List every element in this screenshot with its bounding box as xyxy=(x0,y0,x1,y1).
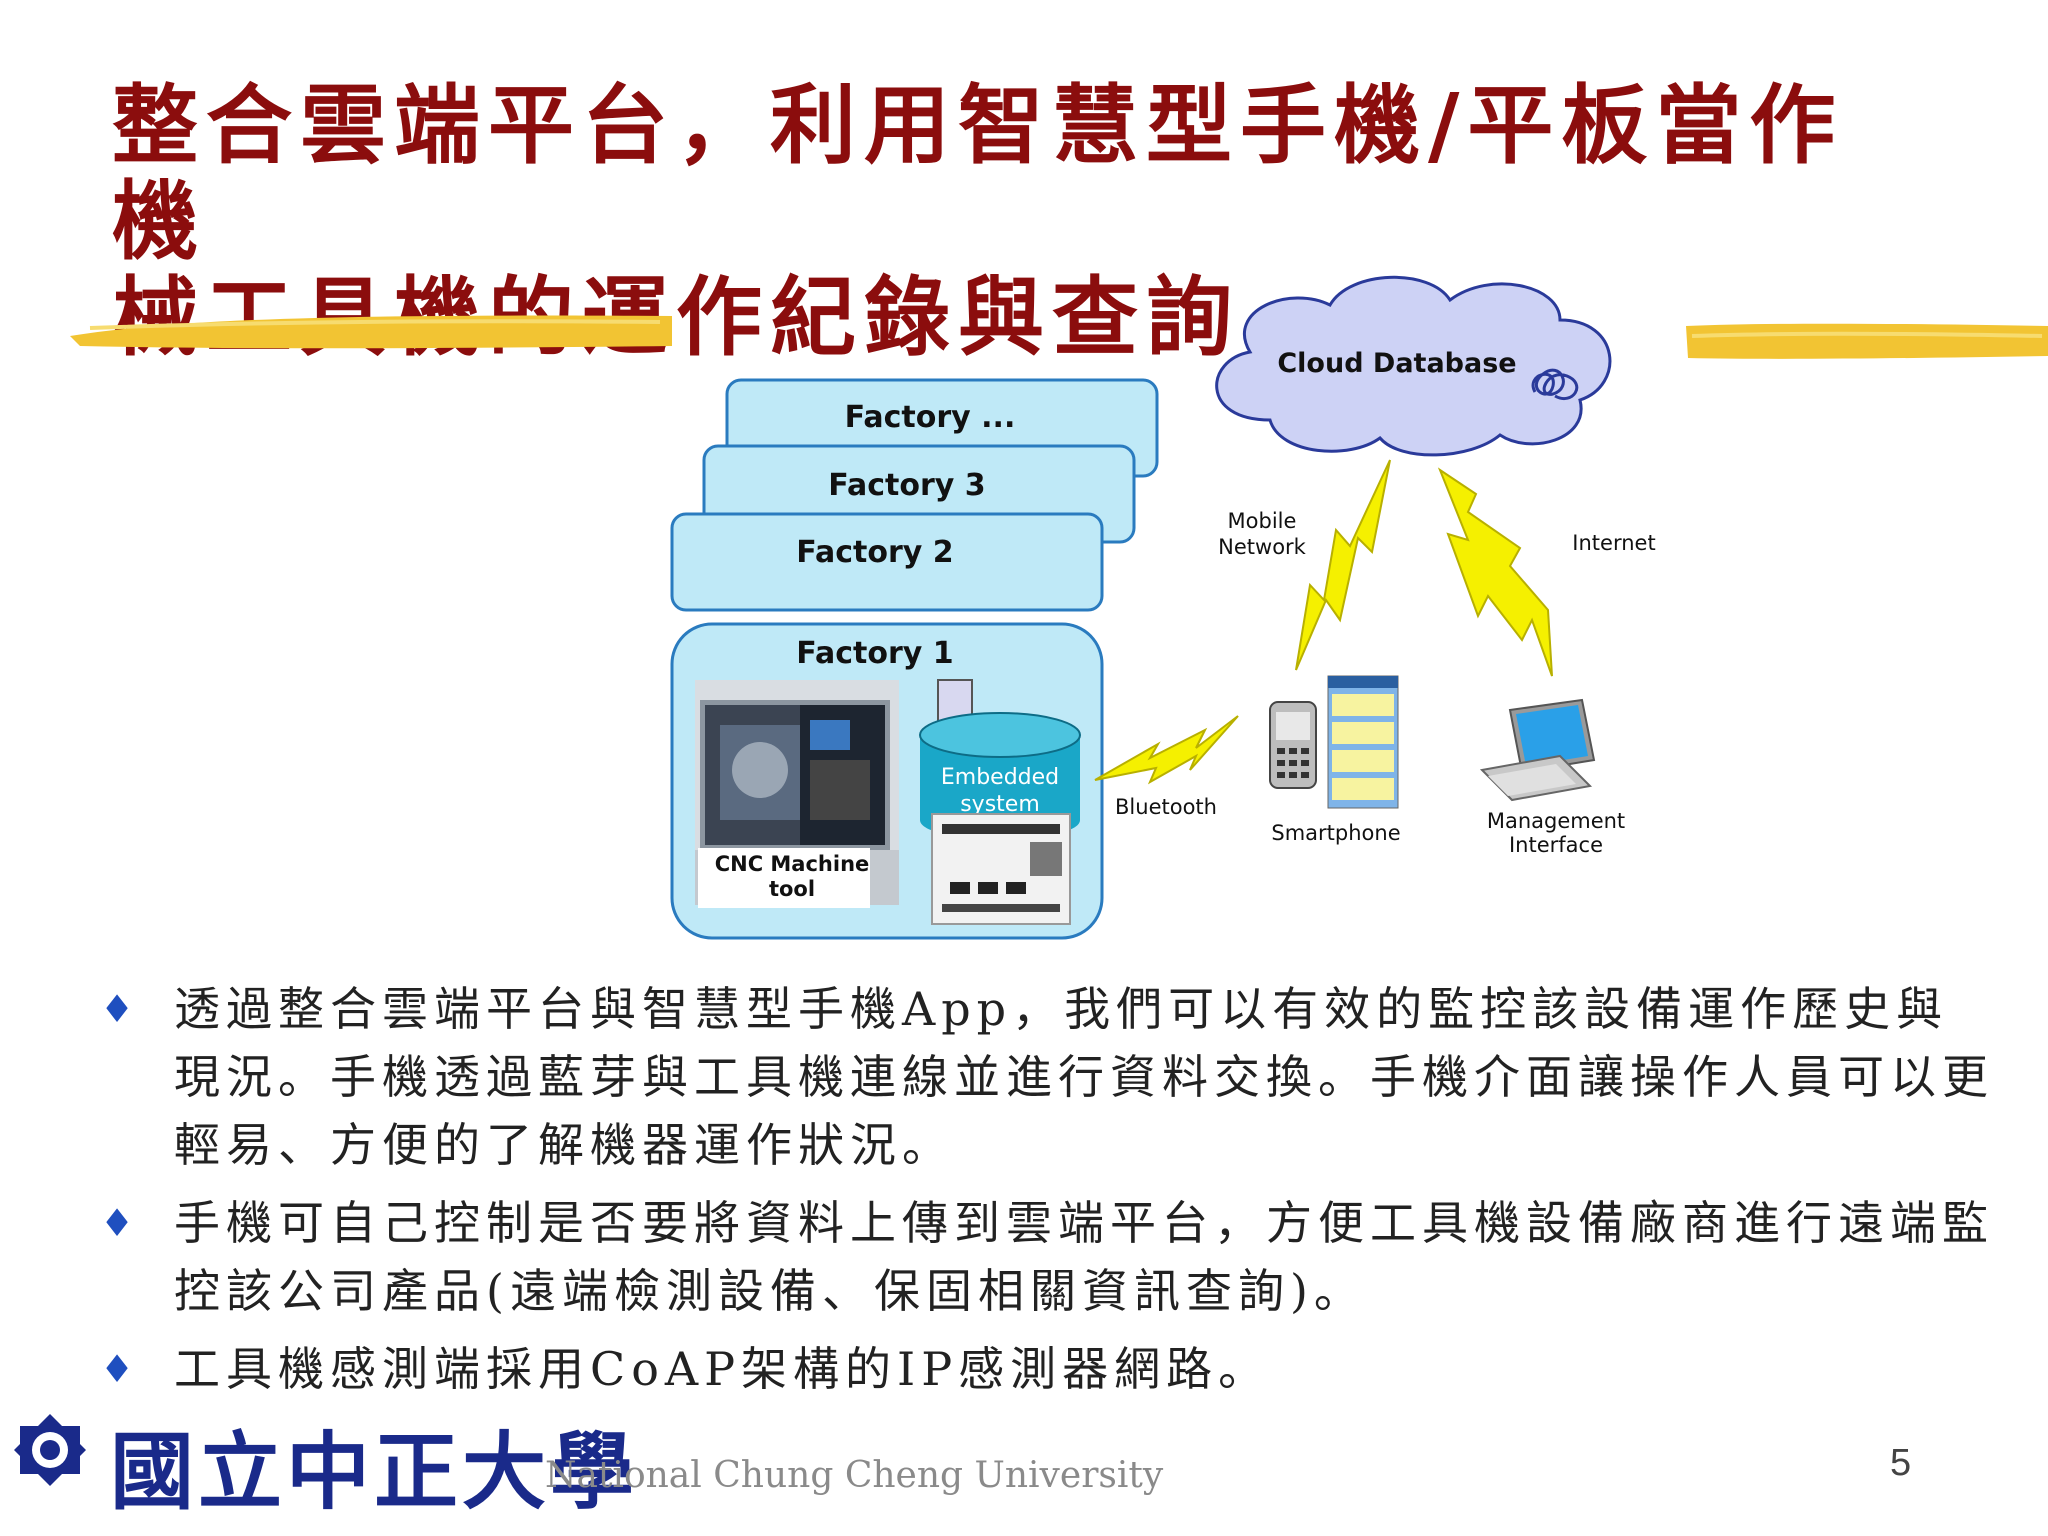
smartphone-label: Smartphone xyxy=(1271,821,1400,845)
cnc-machine-label-2: tool xyxy=(769,877,815,901)
cloud-database-shape xyxy=(1215,275,1612,457)
mobile-network-label-1: Mobile xyxy=(1228,509,1297,533)
bullet-item: ♦ 手機可自己控制是否要將資料上傳到雲端平台，方便工具機設備廠商進行遠端監控該公… xyxy=(100,1189,2000,1325)
bullet-text-1: 透過整合雲端平台與智慧型手機App，我們可以有效的監控該設備運作歷史與現況。手機… xyxy=(174,982,1994,1172)
cloud-database-label: Cloud Database xyxy=(1277,348,1516,379)
cnc-machine-image xyxy=(695,680,899,908)
slide-title-line-1: 整合雲端平台，利用智慧型手機/平板當作機 xyxy=(112,75,1844,272)
management-interface-label-1: Management xyxy=(1487,809,1625,833)
page-number: 5 xyxy=(1890,1442,1912,1484)
cnc-machine-label-1: CNC Machine xyxy=(715,852,870,876)
slide-title: 整合雲端平台，利用智慧型手機/平板當作機 械工具機的運作紀錄與查詢 xyxy=(112,78,1932,366)
embedded-system-label-2: system xyxy=(960,792,1040,817)
bullet-item: ♦ 透過整合雲端平台與智慧型手機App，我們可以有效的監控該設備運作歷史與現況。… xyxy=(100,975,2000,1179)
university-seal-icon xyxy=(14,1414,86,1486)
management-computer-icon xyxy=(1479,698,1596,802)
factory-label-1: Factory 1 xyxy=(796,636,953,671)
factory-label-2: Factory 2 xyxy=(796,535,953,570)
university-name-chinese: 國立中正大學 xyxy=(110,1422,639,1521)
mobile-network-label-2: Network xyxy=(1218,535,1307,559)
embedded-system-label-1: Embedded xyxy=(941,765,1059,790)
diamond-bullet-icon: ♦ xyxy=(100,1347,141,1391)
internet-label: Internet xyxy=(1572,531,1655,555)
university-name-english: National Chung Cheng University xyxy=(545,1455,1164,1496)
factory-label-more: Factory ... xyxy=(845,400,1016,435)
bullet-item: ♦ 工具機感測端採用CoAP架構的IP感測器網路。 xyxy=(100,1335,2000,1403)
factory-box-2 xyxy=(670,512,1104,612)
bullet-text-2: 手機可自己控制是否要將資料上傳到雲端平台，方便工具機設備廠商進行遠端監控該公司產… xyxy=(174,1196,1994,1318)
smartphone-icon xyxy=(1269,675,1399,809)
circuit-board-image xyxy=(931,813,1071,925)
management-interface-label-2: Interface xyxy=(1509,833,1603,857)
embedded-system-cylinder xyxy=(919,679,1081,839)
mobile-network-lightning xyxy=(1295,459,1391,671)
brush-stroke-right xyxy=(1686,323,2048,359)
bullet-list: ♦ 透過整合雲端平台與智慧型手機App，我們可以有效的監控該設備運作歷史與現況。… xyxy=(100,975,2000,1413)
internet-lightning xyxy=(1437,467,1553,677)
brush-stroke-left xyxy=(70,315,672,349)
diamond-bullet-icon: ♦ xyxy=(100,1201,141,1245)
diamond-bullet-icon: ♦ xyxy=(100,987,141,1031)
bluetooth-label: Bluetooth xyxy=(1115,795,1217,819)
bluetooth-lightning xyxy=(1094,715,1239,785)
factory-label-3: Factory 3 xyxy=(828,468,985,503)
bullet-text-3: 工具機感測端採用CoAP架構的IP感測器網路。 xyxy=(174,1342,1271,1396)
